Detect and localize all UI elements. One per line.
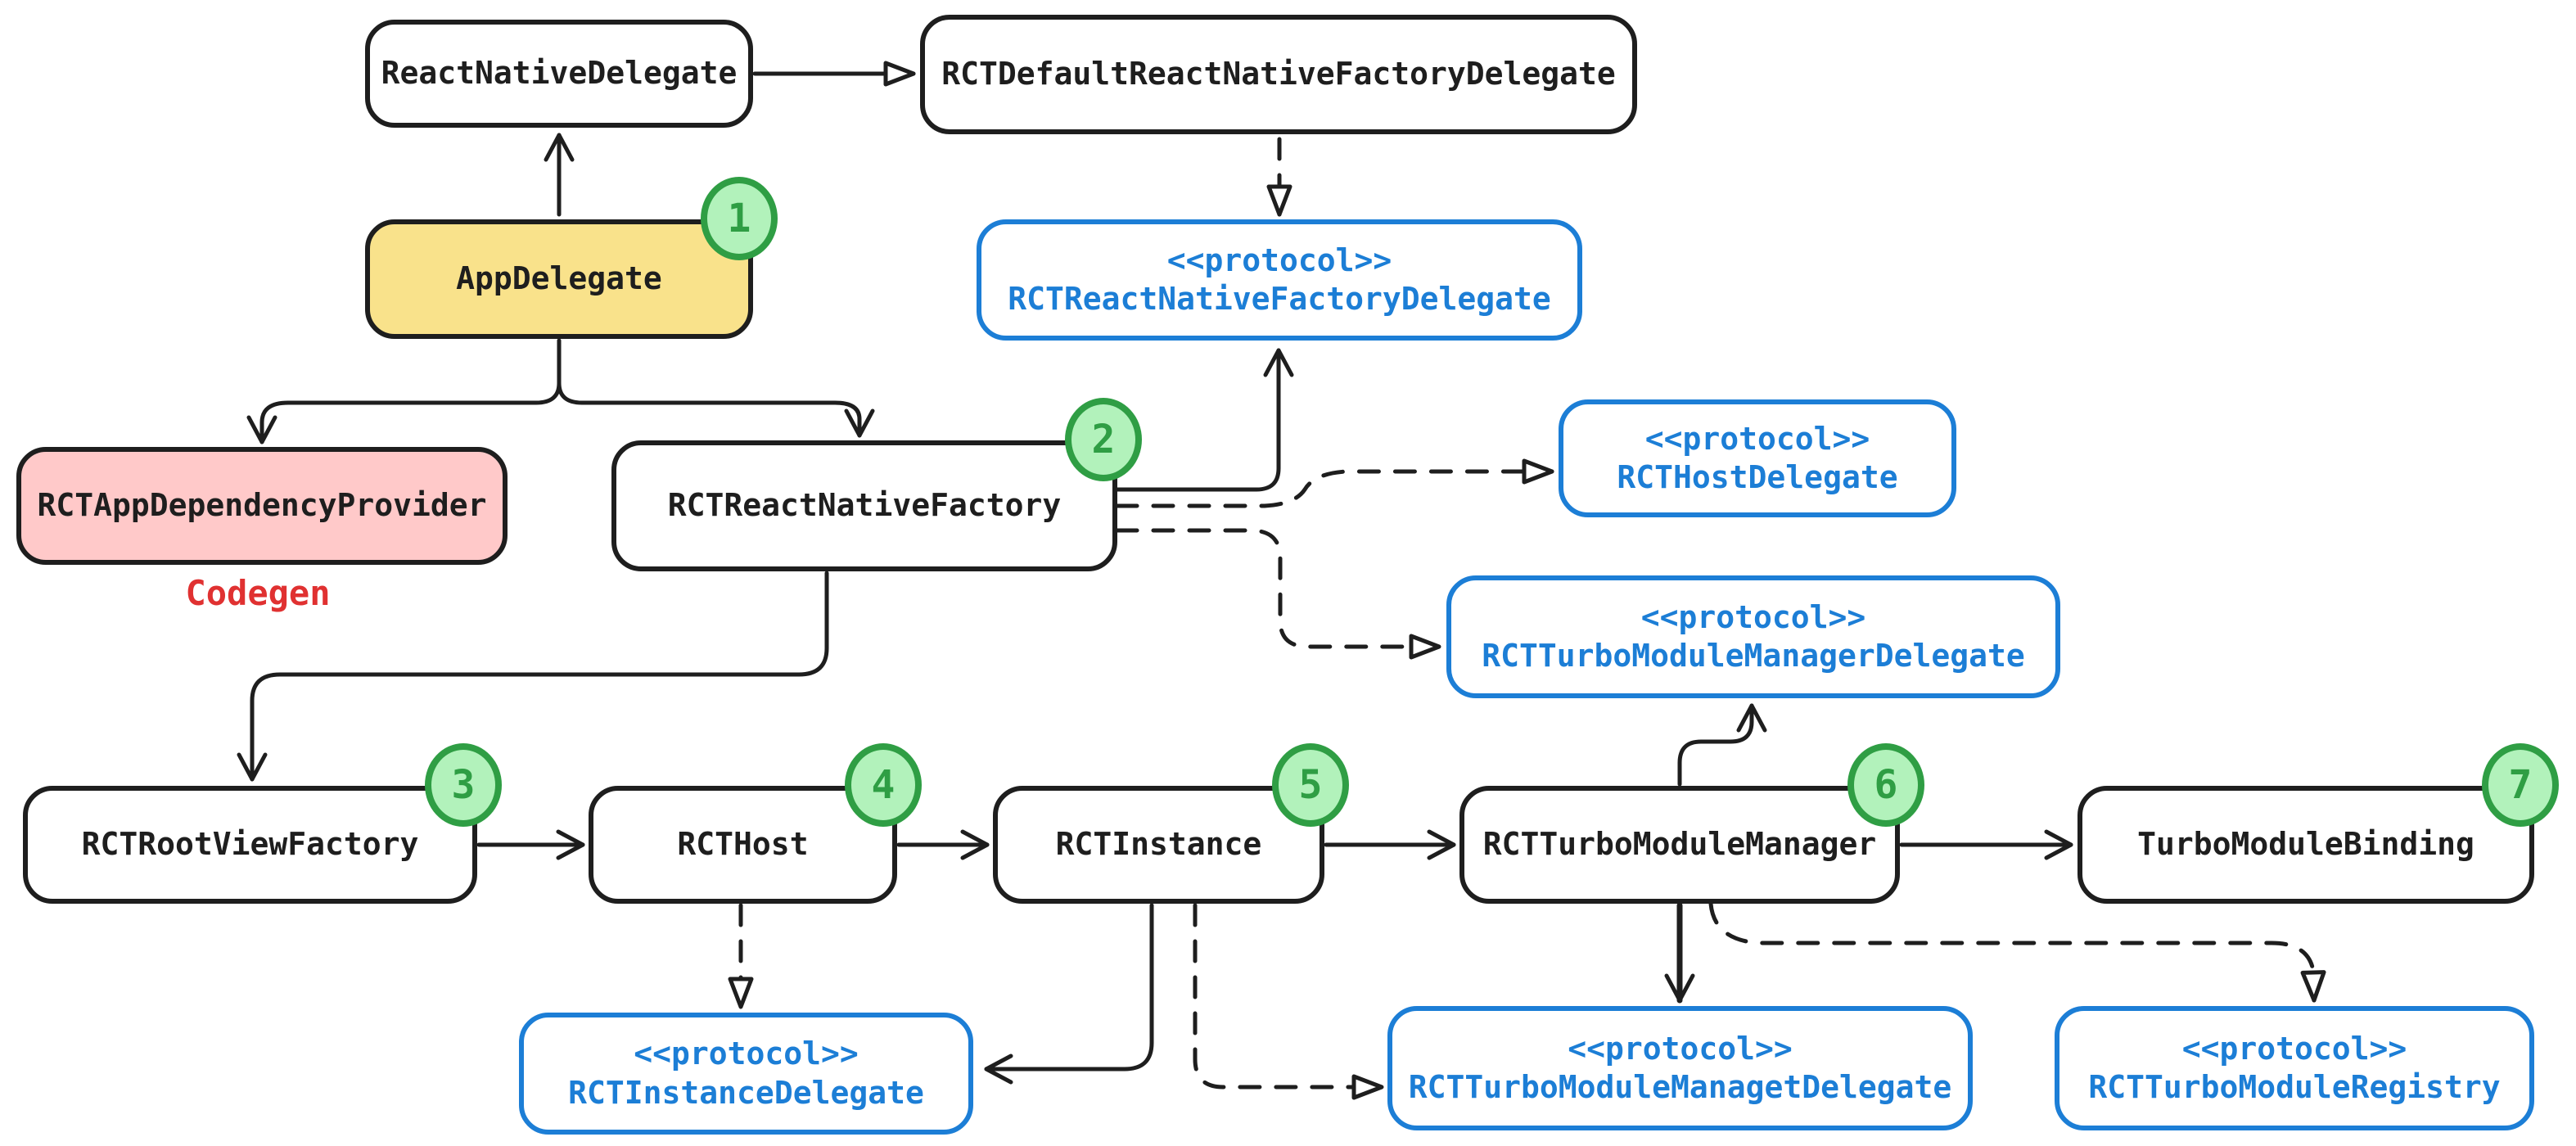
node-rct-react-native-factory: RCTReactNativeFactory	[611, 440, 1117, 571]
codegen-label: Codegen	[185, 573, 331, 613]
protocol-stereotype: <<protocol>>	[1644, 420, 1870, 457]
edge-appdelegate-split-right	[557, 381, 875, 438]
node-label: RCTTurboModuleRegistry	[2088, 1069, 2501, 1105]
node-rct-instance: RCTInstance	[993, 786, 1324, 904]
edge-factory-to-root-view-factory	[237, 571, 829, 782]
edge-turbo-module-manager-to-registry	[1708, 901, 2326, 1003]
protocol-stereotype: <<protocol>>	[1166, 241, 1392, 278]
node-label: RCTReactNativeFactoryDelegate	[1008, 281, 1551, 317]
step-badge-1: 1	[701, 177, 778, 260]
step-badge-2: 2	[1065, 398, 1142, 481]
step-badge-6: 6	[1847, 743, 1924, 827]
node-rct-turbo-module-managet-delegate-protocol: <<protocol>>RCTTurboModuleManagetDelegat…	[1387, 1006, 1973, 1130]
node-label: RCTTurboModuleManager	[1482, 826, 1877, 863]
node-label: RCTHostDelegate	[1617, 459, 1898, 495]
step-badge-3: 3	[425, 743, 502, 827]
node-label: RCTDefaultReactNativeFactoryDelegate	[941, 56, 1616, 92]
edge-turbo-module-manager-up-to-delegate	[1677, 703, 1767, 787]
step-badge-5: 5	[1272, 743, 1349, 827]
node-label: RCTInstance	[1055, 826, 1262, 863]
edge-appdelegate-split-left	[246, 338, 562, 444]
node-label: TurboModuleBinding	[2137, 826, 2474, 863]
protocol-stereotype: <<protocol>>	[634, 1035, 859, 1072]
edge-factory-to-turbo-module-manager-delegate	[1115, 528, 1441, 660]
protocol-stereotype: <<protocol>>	[1640, 598, 1866, 635]
node-rct-turbo-module-manager: RCTTurboModuleManager	[1459, 786, 1900, 904]
node-turbo-module-binding: TurboModuleBinding	[2077, 786, 2534, 904]
node-label: RCTTurboModuleManagetDelegate	[1408, 1069, 1952, 1105]
node-app-delegate: AppDelegate	[365, 219, 753, 339]
node-label: ReactNativeDelegate	[381, 55, 738, 92]
edge-factory-to-host-delegate	[1115, 458, 1554, 508]
node-label: RCTReactNativeFactory	[667, 487, 1062, 524]
node-label: RCTRootViewFactory	[81, 826, 419, 863]
node-label: RCTAppDependencyProvider	[37, 487, 487, 524]
protocol-stereotype: <<protocol>>	[1568, 1030, 1793, 1067]
node-rct-turbo-module-registry-protocol: <<protocol>>RCTTurboModuleRegistry	[2055, 1006, 2534, 1130]
node-rct-instance-delegate-protocol: <<protocol>>RCTInstanceDelegate	[519, 1013, 973, 1135]
node-rct-turbo-module-manager-delegate-protocol: <<protocol>>RCTTurboModuleManagerDelegat…	[1446, 575, 2060, 698]
node-rct-host-delegate-protocol: <<protocol>>RCTHostDelegate	[1559, 399, 1956, 517]
edge-factory-to-factory-delegate-protocol	[1115, 348, 1294, 492]
node-rct-host: RCTHost	[589, 786, 897, 904]
node-label: AppDelegate	[456, 260, 662, 297]
node-rct-app-dependency-provider: RCTAppDependencyProvider	[16, 447, 508, 565]
node-react-native-delegate: ReactNativeDelegate	[365, 20, 753, 128]
node-rct-default-react-native-factory-delegate: RCTDefaultReactNativeFactoryDelegate	[920, 15, 1637, 134]
protocol-stereotype: <<protocol>>	[2181, 1030, 2407, 1067]
step-badge-7: 7	[2482, 743, 2559, 827]
step-badge-4: 4	[845, 743, 922, 827]
node-label: RCTTurboModuleManagerDelegate	[1482, 638, 2025, 674]
node-rct-root-view-factory: RCTRootViewFactory	[23, 786, 477, 904]
node-label: RCTHost	[677, 826, 809, 863]
node-label: RCTInstanceDelegate	[568, 1074, 924, 1111]
edge-instance-to-managet-delegate	[1193, 903, 1384, 1100]
node-rct-react-native-factory-delegate-protocol: <<protocol>>RCTReactNativeFactoryDelegat…	[977, 219, 1582, 341]
edge-instance-to-instance-delegate	[984, 903, 1154, 1085]
